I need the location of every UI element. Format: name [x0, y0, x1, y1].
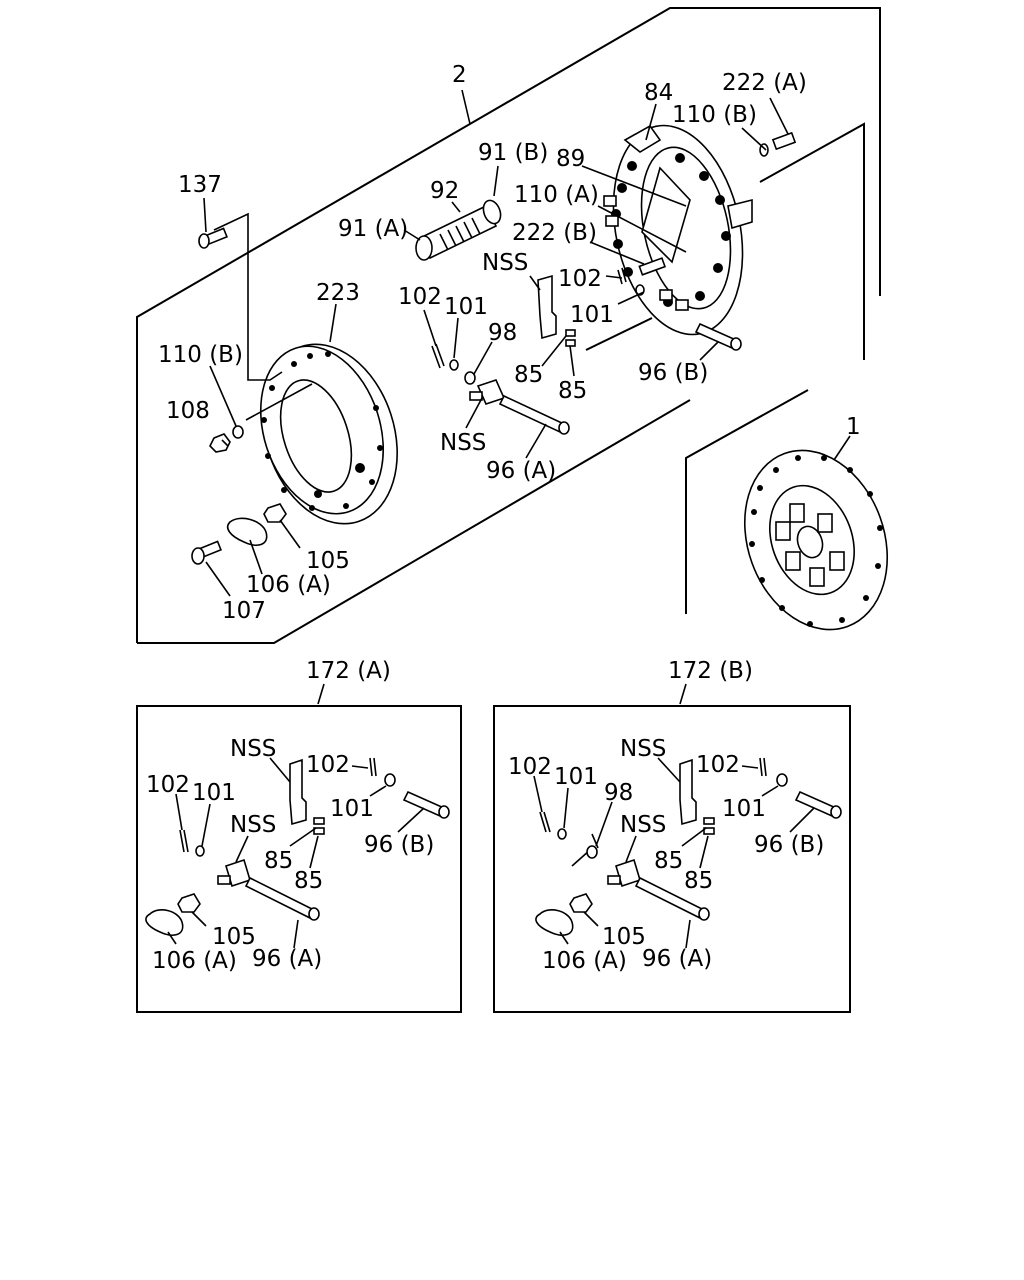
flywheel-223	[259, 343, 398, 525]
label-part-105: 105	[306, 548, 350, 574]
label-part-107: 107	[222, 598, 266, 624]
panel-172a-101a: 101	[192, 780, 236, 806]
label-part-96a: 96 (A)	[486, 458, 556, 484]
label-part-98: 98	[488, 320, 517, 346]
panel-172b-101b: 101	[722, 796, 766, 822]
main-labels: 2 84 222 (A) 110 (B) 91 (B) 89 92 110 (A…	[158, 62, 861, 624]
label-part-223: 223	[316, 280, 360, 306]
panel-172a-96b: 96 (B)	[364, 832, 434, 858]
panel-172b-106a: 106 (A)	[542, 948, 627, 974]
bolt-137	[198, 227, 228, 249]
panel-172a-85a: 85	[264, 848, 293, 874]
label-part-102-mid: 102	[398, 284, 442, 310]
label-nss-mid: NSS	[440, 430, 486, 456]
panel-172b-85b: 85	[684, 868, 713, 894]
panel-172b: 172 (B)	[493, 658, 851, 1013]
panel-172a-nss2: NSS	[230, 812, 276, 838]
panel-172b-98: 98	[604, 780, 633, 806]
label-part-101-mid: 101	[444, 294, 488, 320]
panel-172a-85b: 85	[294, 868, 323, 894]
clutch-cover-84	[603, 124, 753, 336]
panel-172b-105: 105	[602, 924, 646, 950]
label-part-137: 137	[178, 172, 222, 198]
label-part-92: 92	[430, 178, 459, 204]
small-parts-main	[191, 257, 742, 565]
label-part-2: 2	[452, 62, 467, 88]
panel-172b-101a: 101	[554, 764, 598, 790]
panel-172a-title: 172 (A)	[306, 658, 391, 684]
label-part-1: 1	[846, 414, 861, 440]
panel-172a-102b: 102	[306, 752, 350, 778]
panel-172b-96b: 96 (B)	[754, 832, 824, 858]
panel-172a: 172 (A) NSS	[136, 658, 462, 1013]
label-part-222b: 222 (B)	[512, 220, 597, 246]
label-part-84: 84	[644, 80, 673, 106]
label-part-96b: 96 (B)	[638, 360, 708, 386]
panel-172b-102b: 102	[696, 752, 740, 778]
label-part-91b: 91 (B)	[478, 140, 548, 166]
main-assembly-frame	[136, 7, 881, 644]
panel-172a-106a: 106 (A)	[152, 948, 237, 974]
panel-172b-85a: 85	[654, 848, 683, 874]
clutch-disc-frame	[685, 389, 809, 614]
label-part-106a: 106 (A)	[246, 572, 331, 598]
panel-172a-102a: 102	[146, 772, 190, 798]
label-part-101-right: 101	[570, 302, 614, 328]
bolt-222a	[759, 131, 797, 157]
leader-lines-main	[203, 89, 851, 597]
panel-172b-102a: 102	[508, 754, 552, 780]
label-part-110b-left: 110 (B)	[158, 342, 243, 368]
label-part-85a: 85	[514, 362, 543, 388]
label-part-222a: 222 (A)	[722, 70, 807, 96]
panel-172b-nss1: NSS	[620, 736, 666, 762]
panel-172a-101b: 101	[330, 796, 374, 822]
panel-172b-nss2: NSS	[620, 812, 666, 838]
label-part-85b: 85	[558, 378, 587, 404]
label-part-108: 108	[166, 398, 210, 424]
label-part-91a: 91 (A)	[338, 216, 408, 242]
label-part-110a: 110 (A)	[514, 182, 599, 208]
label-nss-top: NSS	[482, 250, 528, 276]
panel-172a-105: 105	[212, 924, 256, 950]
panel-172a-nss1: NSS	[230, 736, 276, 762]
panel-172b-96a: 96 (A)	[642, 946, 712, 972]
label-part-102-right: 102	[558, 266, 602, 292]
spring-assembly-92	[415, 199, 502, 261]
clutch-disc-1	[743, 449, 889, 631]
label-part-110b-top: 110 (B)	[672, 102, 757, 128]
label-part-89: 89	[556, 146, 585, 172]
panel-172b-title: 172 (B)	[668, 658, 753, 684]
panel-172a-96a: 96 (A)	[252, 946, 322, 972]
